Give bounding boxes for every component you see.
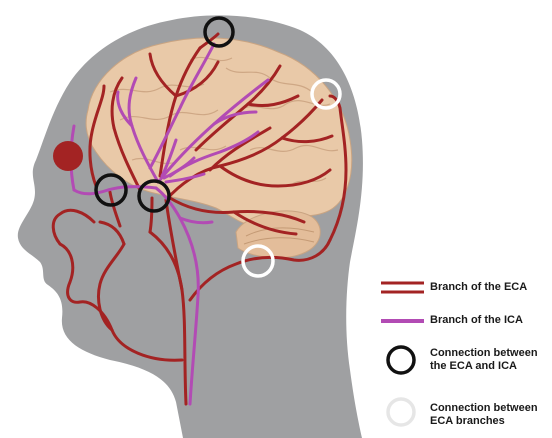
legend-eca-swatch: [381, 283, 424, 292]
legend-eca-eca-line2: ECA branches: [430, 415, 552, 428]
legend-eca-label: Branch of the ECA: [430, 281, 527, 294]
forehead-anastomosis-dot: [53, 141, 83, 171]
legend-eca-ica-line1: Connection between: [430, 347, 552, 360]
legend-ica-label: Branch of the ICA: [430, 314, 523, 327]
legend-eca-eca-line1: Connection between: [430, 402, 552, 415]
legend-symbols: [381, 283, 424, 425]
legend-eca-ica-line2: the ECA and ICA: [430, 360, 552, 373]
legend-black-circle-icon: [388, 347, 414, 373]
legend-eca-eca-label: Connection between ECA branches: [430, 402, 552, 428]
legend-eca-ica-label: Connection between the ECA and ICA: [430, 347, 552, 373]
legend-white-circle-icon: [388, 399, 414, 425]
